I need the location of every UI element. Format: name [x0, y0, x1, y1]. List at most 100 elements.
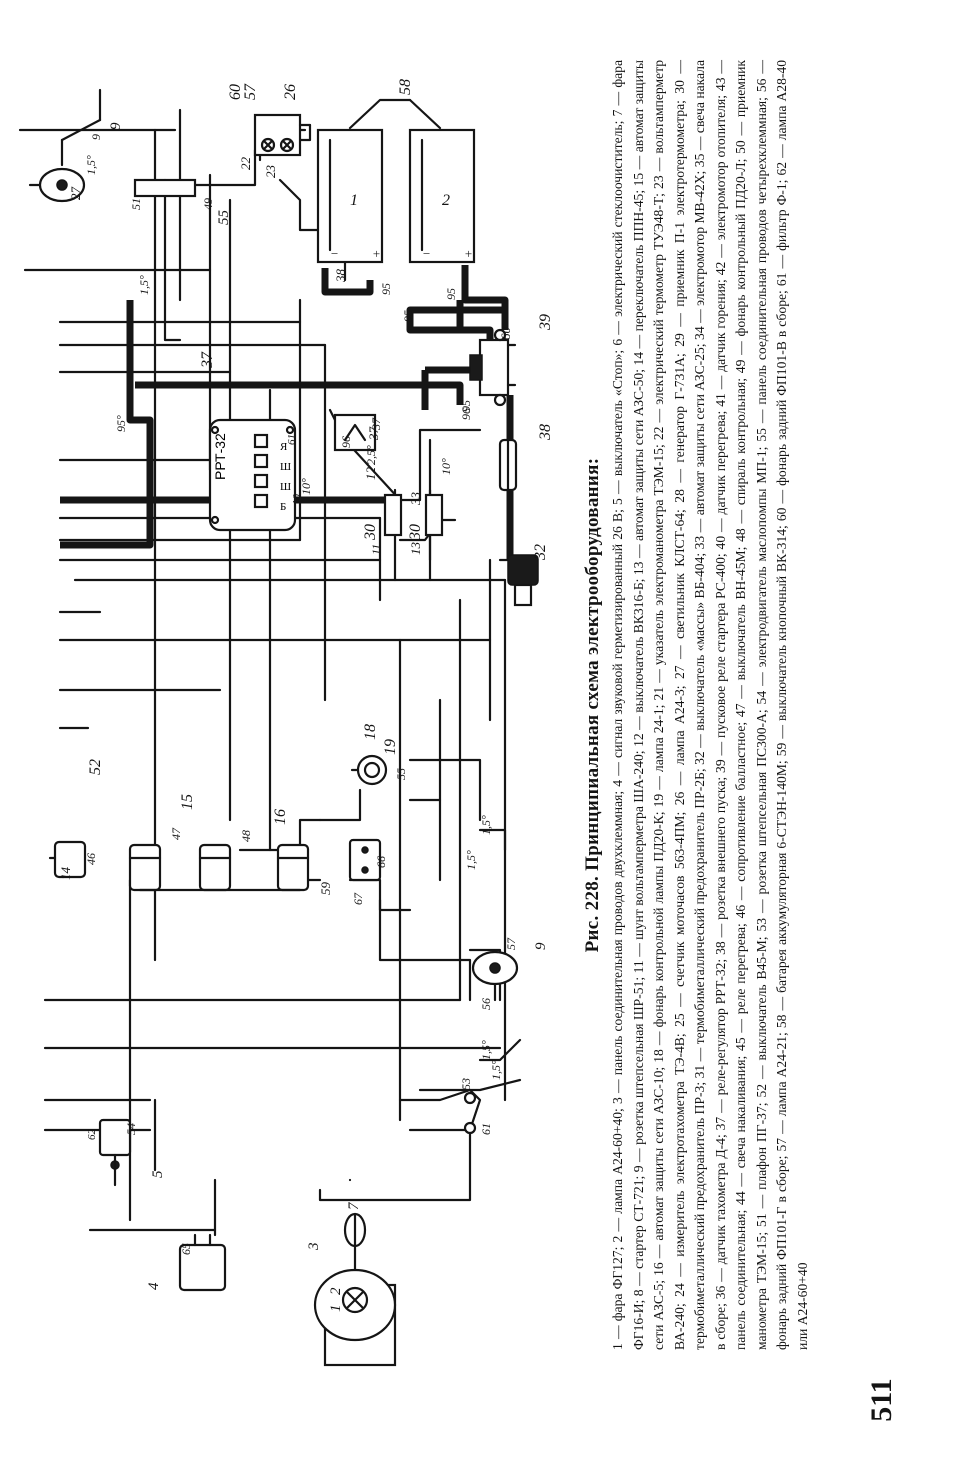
svg-text:59: 59	[318, 882, 333, 896]
svg-text:−: −	[422, 246, 431, 261]
svg-text:+: +	[372, 246, 381, 261]
svg-text:37: 37	[199, 351, 216, 369]
svg-text:27: 27	[68, 187, 83, 201]
svg-text:1: 1	[328, 1305, 344, 1313]
wire-labels: 1,5° 1,5° 1,5° 1,5° 1,5° 1,5° 2,5° 95° 1…	[84, 155, 503, 1080]
svg-text:55: 55	[216, 210, 232, 226]
switch-52	[48, 840, 87, 879]
svg-text:95: 95	[379, 283, 393, 295]
warning-lamp-18	[350, 754, 388, 786]
svg-text:5: 5	[150, 1170, 166, 1178]
svg-text:56: 56	[479, 998, 493, 1010]
svg-text:58: 58	[397, 79, 414, 95]
push-button-59	[348, 838, 382, 882]
svg-text:65: 65	[179, 1243, 193, 1255]
svg-text:53: 53	[459, 1078, 473, 1090]
fuse-30b	[424, 493, 444, 537]
battery-2-label: 2	[442, 192, 450, 209]
svg-text:2: 2	[328, 1287, 344, 1295]
mass-switch	[507, 554, 539, 607]
svg-text:95: 95	[459, 400, 473, 412]
horn	[178, 1233, 227, 1292]
fuse-30a	[383, 493, 403, 537]
svg-text:55: 55	[394, 768, 408, 780]
svg-text:2,5°: 2,5°	[364, 445, 378, 465]
svg-text:10°: 10°	[299, 478, 313, 495]
svg-text:61: 61	[286, 434, 298, 445]
svg-text:67: 67	[351, 892, 365, 905]
svg-text:22: 22	[238, 157, 253, 171]
svg-text:48: 48	[239, 830, 253, 842]
battery-2: 2 − +	[408, 128, 476, 264]
connector-panel-53	[463, 1091, 477, 1135]
svg-text:33: 33	[408, 492, 423, 507]
caption-title: Рис. 228. Принципиальная схема электрооб…	[582, 457, 603, 953]
svg-text:54: 54	[124, 1123, 138, 1135]
svg-text:52: 52	[87, 759, 104, 775]
svg-text:96: 96	[339, 436, 353, 448]
svg-text:1,5°: 1,5°	[489, 1060, 503, 1080]
relay-regulator: РРТ-32 Я Ш Ш Б	[208, 418, 297, 532]
svg-text:57: 57	[504, 937, 518, 950]
circuit-breaker-16	[276, 843, 310, 892]
figure-caption: Рис. 228. Принципиальная схема электрооб…	[580, 60, 820, 1350]
headlight	[313, 1244, 397, 1367]
svg-text:38: 38	[537, 424, 554, 441]
stop-switch	[98, 1118, 132, 1187]
svg-text:61: 61	[479, 1123, 493, 1135]
svg-text:60: 60	[498, 327, 513, 341]
svg-text:49: 49	[201, 198, 215, 210]
svg-text:66: 66	[374, 856, 388, 868]
svg-text:95: 95	[401, 310, 415, 322]
connector-panel-3	[343, 1212, 367, 1248]
svg-text:9: 9	[533, 942, 549, 950]
svg-text:14: 14	[58, 867, 73, 881]
svg-text:1,5°: 1,5°	[479, 815, 493, 835]
svg-text:47: 47	[169, 827, 183, 840]
svg-text:12: 12	[363, 467, 378, 481]
connector-panel-55	[133, 178, 197, 198]
svg-text:30: 30	[407, 524, 424, 541]
relay-label: РРТ-32	[212, 433, 228, 480]
svg-text:1,5°: 1,5°	[137, 275, 151, 295]
svg-text:Я: Я	[280, 441, 288, 453]
svg-text:10: 10	[291, 494, 303, 506]
svg-text:Ш: Ш	[280, 481, 291, 493]
socket-9-bottom	[471, 950, 519, 1002]
svg-text:60: 60	[227, 84, 244, 100]
external-socket	[498, 428, 518, 502]
svg-text:4: 4	[146, 1282, 162, 1290]
svg-text:16: 16	[272, 809, 289, 825]
filter-61	[333, 413, 377, 452]
battery-1: 1 − +	[316, 128, 384, 264]
socket-9-top	[28, 118, 102, 203]
svg-text:13: 13	[408, 542, 423, 556]
svg-text:1,5°: 1,5°	[479, 1040, 493, 1060]
svg-text:15: 15	[179, 794, 196, 810]
tail-lamp-60	[253, 113, 312, 157]
svg-text:Б: Б	[280, 501, 286, 513]
svg-text:96: 96	[459, 408, 473, 420]
svg-text:9: 9	[108, 122, 124, 130]
svg-text:57: 57	[242, 83, 259, 100]
svg-text:39: 39	[537, 314, 554, 331]
svg-text:9: 9	[89, 134, 103, 140]
caption-legend: 1 — фара ФГ127; 2 — лампа А24-60+40; 3 —…	[610, 60, 810, 1350]
svg-text:95: 95	[444, 288, 458, 300]
svg-text:1,5°: 1,5°	[464, 850, 478, 870]
svg-text:1,5°: 1,5°	[84, 155, 98, 175]
starter-relay	[469, 328, 517, 407]
thin-wires	[18, 88, 522, 1237]
page-number: 511	[865, 1378, 898, 1422]
svg-text:95°: 95°	[114, 415, 128, 432]
svg-text:62: 62	[86, 1129, 98, 1141]
svg-text:Ш: Ш	[280, 461, 291, 473]
svg-text:11: 11	[369, 544, 383, 555]
svg-text:46: 46	[84, 853, 98, 865]
svg-text:30: 30	[362, 524, 379, 541]
circuit-breaker-15b	[198, 843, 232, 892]
svg-text:23: 23	[263, 165, 278, 179]
svg-text:37: 37	[366, 427, 381, 442]
